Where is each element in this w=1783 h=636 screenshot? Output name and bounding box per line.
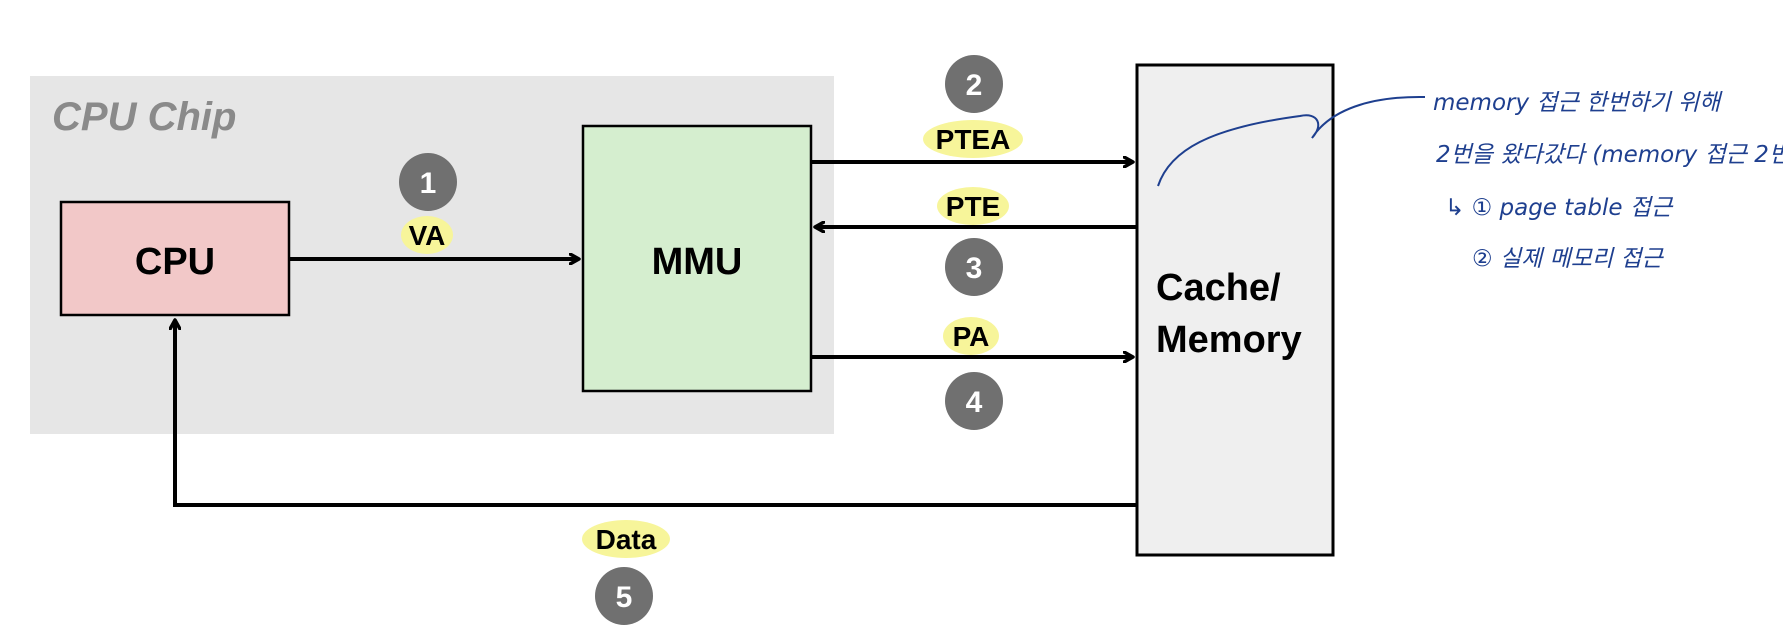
mmu-box: [581, 124, 813, 393]
svg-text:3: 3: [966, 252, 983, 285]
cpu-chip-label: CPU Chip: [52, 95, 236, 139]
step-circle-2: 2: [945, 55, 1003, 113]
edge-label-ptea: PTEA: [923, 120, 1023, 158]
note-line-1: memory 접근 한번하기 위해: [1433, 90, 1723, 116]
svg-text:Data: Data: [596, 524, 657, 555]
svg-text:PA: PA: [953, 321, 990, 352]
annotation-curve: [1157, 95, 1426, 187]
step-circle-1: 1: [399, 153, 457, 211]
svg-text:PTEA: PTEA: [936, 124, 1011, 155]
memory-box: [1135, 63, 1335, 557]
step-circle-5: 5: [595, 567, 653, 625]
svg-text:4: 4: [966, 386, 983, 419]
edge-label-data: Data: [582, 520, 670, 558]
edge-label-va: VA: [401, 216, 453, 254]
svg-text:5: 5: [616, 581, 633, 614]
edge-label-pte: PTE: [937, 187, 1009, 225]
step-circle-3: 3: [945, 238, 1003, 296]
note-line-2: 2번을 왔다갔다 (memory 접근 2번): [1436, 142, 1783, 168]
memory-label-line2: Memory: [1156, 319, 1302, 361]
step-circle-4: 4: [945, 372, 1003, 430]
note-line-3: ↳ ① page table 접근: [1445, 195, 1674, 221]
cpu-label: CPU: [135, 241, 215, 283]
svg-text:1: 1: [420, 167, 437, 200]
svg-text:PTE: PTE: [946, 191, 1000, 222]
edge-label-pa: PA: [943, 317, 999, 355]
arrow-data: [175, 320, 1137, 507]
note-line-4: ② 실제 메모리 접근: [1472, 246, 1665, 272]
svg-text:VA: VA: [409, 220, 446, 251]
svg-text:2: 2: [966, 69, 983, 102]
memory-label-line1: Cache/: [1156, 267, 1281, 309]
mmu-label: MMU: [652, 241, 743, 283]
cpu-box: [59, 200, 291, 317]
